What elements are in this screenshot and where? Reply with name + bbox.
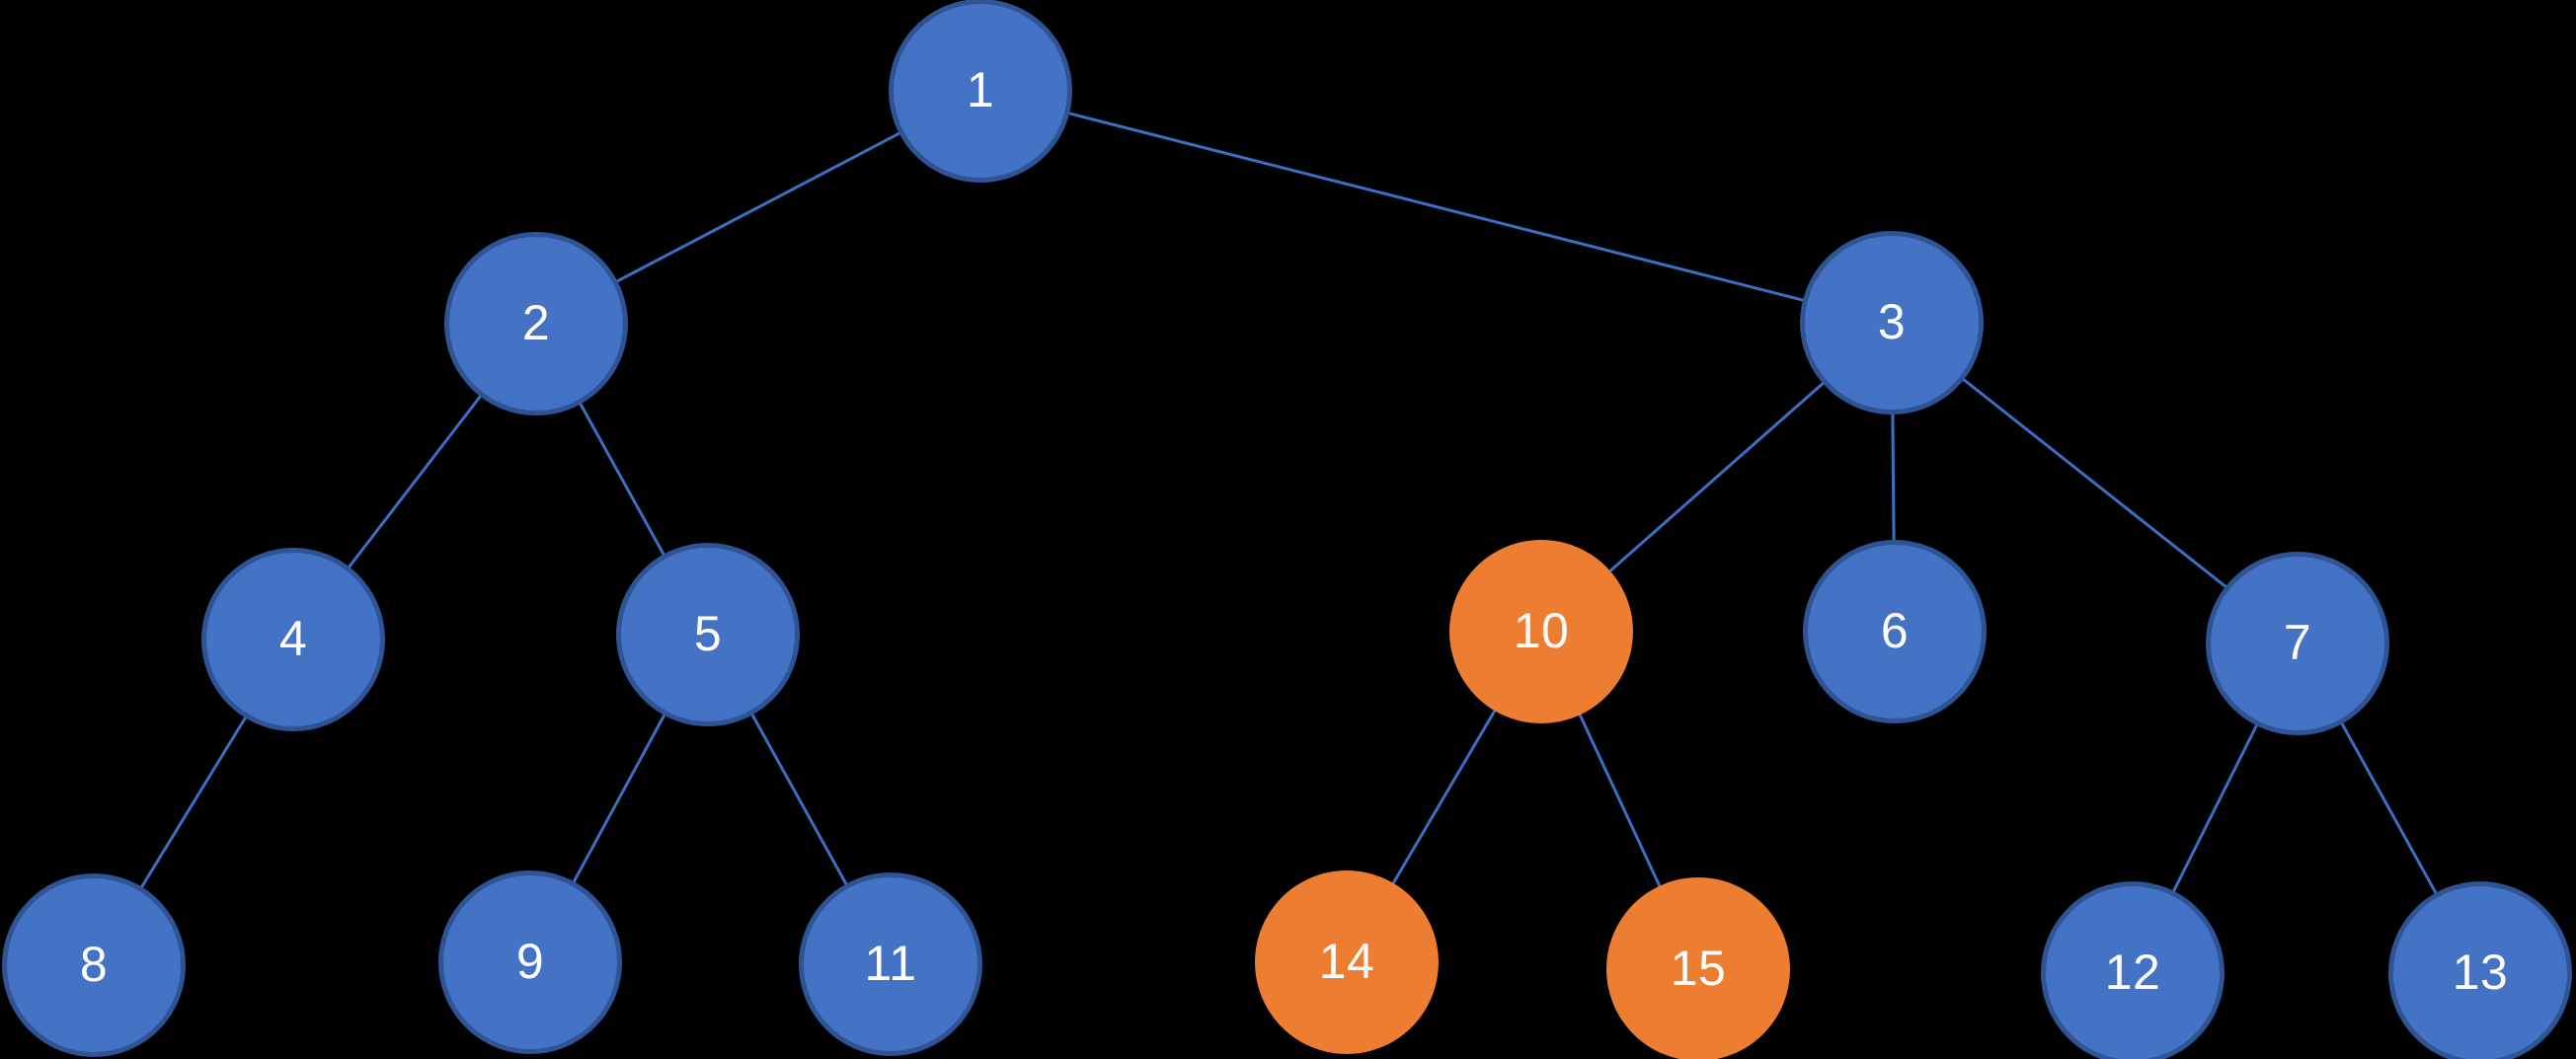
tree-edge-2-4 xyxy=(346,393,484,570)
tree-node-label: 13 xyxy=(2452,945,2509,1000)
tree-node-13[interactable]: 13 xyxy=(2388,881,2572,1059)
tree-node-label: 12 xyxy=(2104,945,2161,1000)
tree-node-label: 11 xyxy=(864,936,917,991)
tree-node-label: 2 xyxy=(521,295,551,350)
tree-node-3[interactable]: 3 xyxy=(1800,231,1984,415)
tree-node-label: 10 xyxy=(1513,603,1570,658)
tree-node-label: 6 xyxy=(1880,603,1910,658)
tree-node-12[interactable]: 12 xyxy=(2041,881,2225,1059)
tree-edge-4-8 xyxy=(139,715,248,890)
tree-node-label: 8 xyxy=(79,937,109,992)
tree-node-10[interactable]: 10 xyxy=(1449,540,1633,723)
tree-edge-5-11 xyxy=(749,712,849,887)
tree-edge-5-9 xyxy=(571,712,667,885)
tree-edge-7-13 xyxy=(2339,720,2439,896)
tree-node-5[interactable]: 5 xyxy=(616,543,800,726)
tree-edge-7-12 xyxy=(2171,721,2259,895)
tree-node-label: 1 xyxy=(966,62,995,117)
tree-node-label: 14 xyxy=(1318,934,1375,989)
tree-node-label: 15 xyxy=(1670,941,1727,996)
tree-node-6[interactable]: 6 xyxy=(1803,540,1987,723)
tree-edge-3-7 xyxy=(1960,376,2229,590)
tree-node-label: 7 xyxy=(2283,615,2312,670)
tree-node-7[interactable]: 7 xyxy=(2206,552,2389,735)
tree-node-label: 5 xyxy=(693,606,723,661)
tree-node-9[interactable]: 9 xyxy=(438,870,622,1054)
tree-node-8[interactable]: 8 xyxy=(2,873,186,1057)
tree-edge-10-15 xyxy=(1577,712,1663,889)
tree-node-11[interactable]: 11 xyxy=(799,872,982,1056)
tree-node-4[interactable]: 4 xyxy=(201,548,385,731)
tree-node-label: 9 xyxy=(515,934,545,989)
tree-node-label: 4 xyxy=(278,611,308,666)
tree-node-1[interactable]: 1 xyxy=(889,0,1072,183)
tree-edge-1-2 xyxy=(614,130,902,284)
tree-edge-3-6 xyxy=(1891,411,1896,544)
tree-edge-2-5 xyxy=(578,401,666,558)
tree-edge-1-3 xyxy=(1065,111,1807,303)
tree-edge-10-14 xyxy=(1390,707,1498,887)
tree-edge-3-10 xyxy=(1606,380,1827,574)
tree-node-2[interactable]: 2 xyxy=(444,232,628,416)
tree-node-15[interactable]: 15 xyxy=(1606,877,1790,1059)
tree-node-14[interactable]: 14 xyxy=(1255,870,1439,1054)
tree-node-label: 3 xyxy=(1877,294,1907,349)
